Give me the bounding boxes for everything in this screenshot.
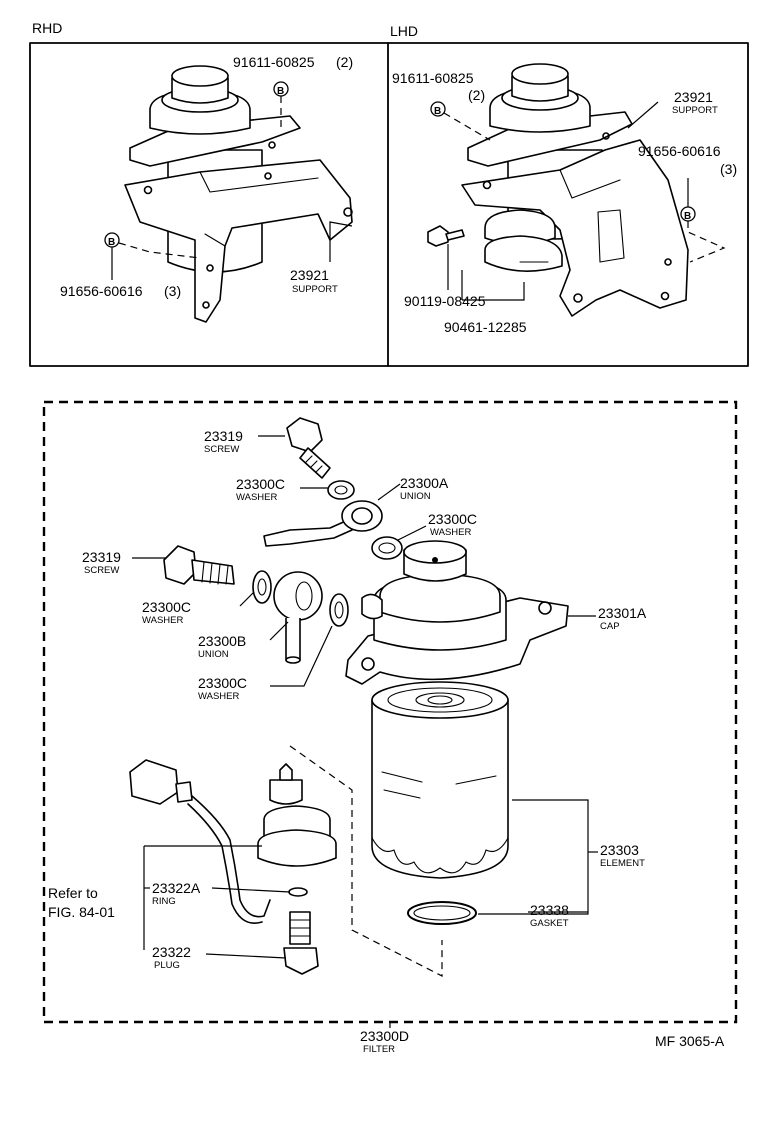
gasket-drawing	[407, 901, 477, 925]
ring-name: RING	[152, 896, 176, 907]
left-washer-name: WASHER	[142, 615, 183, 626]
assembly-name: FILTER	[363, 1044, 395, 1055]
gasket-name: GASKET	[530, 918, 569, 929]
washer-top-drawing	[327, 480, 355, 500]
lhd-bolt2-part: 90119-08425	[404, 293, 486, 309]
svg-text:B: B	[108, 237, 115, 248]
water-sensor-drawing	[129, 759, 337, 924]
lhd-bolt-part: 91611-60825	[392, 70, 474, 86]
rhd-label: RHD	[32, 20, 62, 36]
cap-part: 23301A	[598, 605, 647, 621]
cap-name: CAP	[600, 621, 620, 632]
top-washer-part: 23300C	[236, 476, 285, 492]
element-part: 23303	[600, 842, 639, 858]
left-screw-part: 23319	[82, 549, 121, 565]
washer-left-drawing	[252, 570, 272, 604]
gasket-part: 23338	[530, 902, 569, 918]
top-screw-part: 23319	[204, 428, 243, 444]
union-b-name: UNION	[198, 649, 229, 660]
rhd-screw-part: 91656-60616	[60, 283, 143, 299]
refer-line-2: FIG. 84-01	[48, 904, 115, 920]
lhd-support-name: SUPPORT	[672, 105, 718, 116]
lhd-screw-marker-icon: B	[680, 206, 696, 222]
right-washer-name: WASHER	[430, 527, 471, 538]
rhd-support-name: SUPPORT	[292, 284, 338, 295]
right-washer-part: 23300C	[428, 511, 477, 527]
washer-right-drawing	[371, 536, 403, 560]
element-name: ELEMENT	[600, 858, 645, 869]
rhd-screw-marker-icon: B	[104, 232, 120, 248]
lhd-screw-qty: (3)	[720, 161, 737, 177]
refer-line-1: Refer to	[48, 885, 98, 901]
rhd-bolt-part: 91611-60825	[233, 54, 315, 70]
figure-code: MF 3065-A	[655, 1033, 725, 1049]
ring-part: 23322A	[152, 880, 201, 896]
plug-name: PLUG	[154, 960, 180, 971]
left-screw-name: SCREW	[84, 565, 119, 576]
union-b-part: 23300B	[198, 633, 246, 649]
union-a-name: UNION	[400, 491, 431, 502]
union-a-drawing	[263, 500, 383, 547]
bottom-washer-part: 23300C	[198, 675, 247, 691]
lhd-bolt-qty: (2)	[468, 87, 485, 103]
rhd-support-part: 23921	[290, 267, 329, 283]
left-banjo-screw-drawing	[163, 545, 235, 585]
lhd-screw-part: 91656-60616	[638, 143, 721, 159]
plug-drawing	[283, 911, 319, 975]
washer-bottom-drawing	[329, 593, 349, 627]
left-washer-part: 23300C	[142, 599, 191, 615]
plug-part: 23322	[152, 944, 191, 960]
svg-text:B: B	[434, 106, 441, 117]
rhd-bolt-marker-icon: B	[273, 81, 289, 97]
top-panels-frame	[29, 42, 749, 367]
svg-text:B: B	[684, 211, 691, 222]
svg-text:B: B	[277, 86, 284, 97]
top-banjo-screw-drawing	[286, 417, 331, 479]
lhd-bolt-marker-icon: B	[430, 101, 446, 117]
rhd-filter-cap-drawing	[124, 65, 353, 323]
lhd-label: LHD	[390, 23, 418, 39]
lhd-clamp-part: 90461-12285	[444, 319, 527, 335]
union-a-part: 23300A	[400, 475, 449, 491]
top-screw-name: SCREW	[204, 444, 239, 455]
union-b-drawing	[273, 571, 323, 664]
top-washer-name: WASHER	[236, 492, 277, 503]
lhd-support-part: 23921	[674, 89, 713, 105]
filter-cap-drawing	[345, 540, 569, 685]
rhd-screw-qty: (3)	[164, 283, 181, 299]
assembly-part: 23300D	[360, 1028, 409, 1044]
rhd-bolt-qty: (2)	[336, 54, 353, 70]
ring-drawing	[288, 887, 308, 897]
lhd-filter-cap-drawing	[427, 63, 689, 317]
filter-element-drawing	[371, 681, 509, 879]
bottom-washer-name: WASHER	[198, 691, 239, 702]
